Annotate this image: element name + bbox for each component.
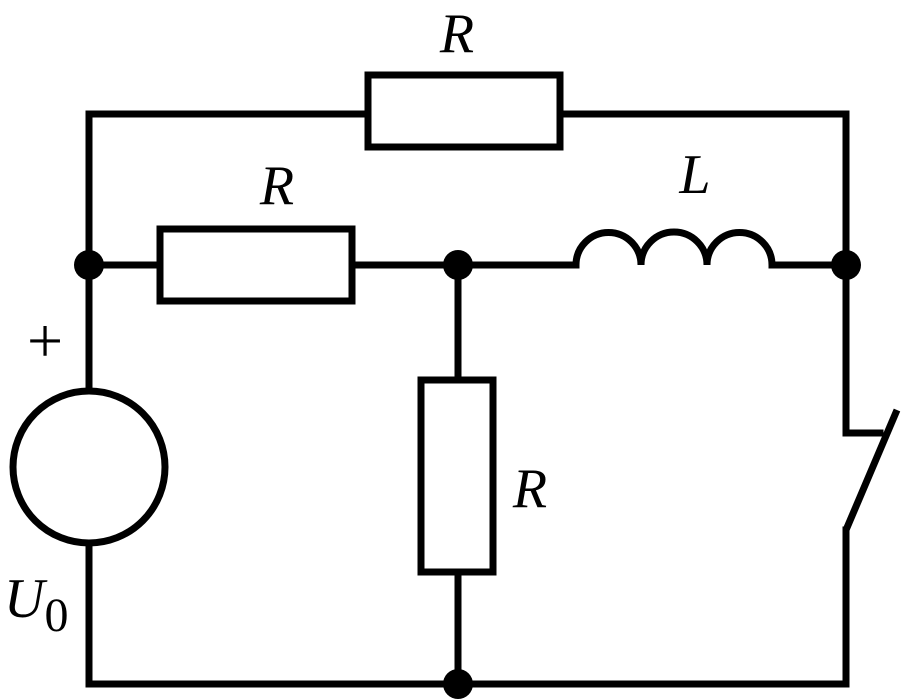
junction-left [74,250,104,280]
label-source-subscript: 0 [44,589,68,642]
label-source-symbol: U [4,568,48,630]
junction-center [443,250,473,280]
label-source-plus: + [27,305,63,376]
label-resistor-middle: R [259,155,294,217]
junction-bottom [443,669,473,699]
junction-right [831,250,861,280]
labels: R R L R + U0 [4,3,711,642]
switch-blade [842,408,901,532]
label-resistor-vertical: R [512,458,547,520]
resistor-vertical [417,376,497,576]
resistor-middle [156,225,356,305]
components [9,71,901,576]
label-inductor: L [678,144,710,206]
inductor-coil [572,228,776,266]
label-resistor-top: R [439,3,474,65]
junctions [74,250,861,699]
resistor-top [364,71,564,151]
label-source: U0 [4,568,68,642]
voltage-source [9,387,169,547]
